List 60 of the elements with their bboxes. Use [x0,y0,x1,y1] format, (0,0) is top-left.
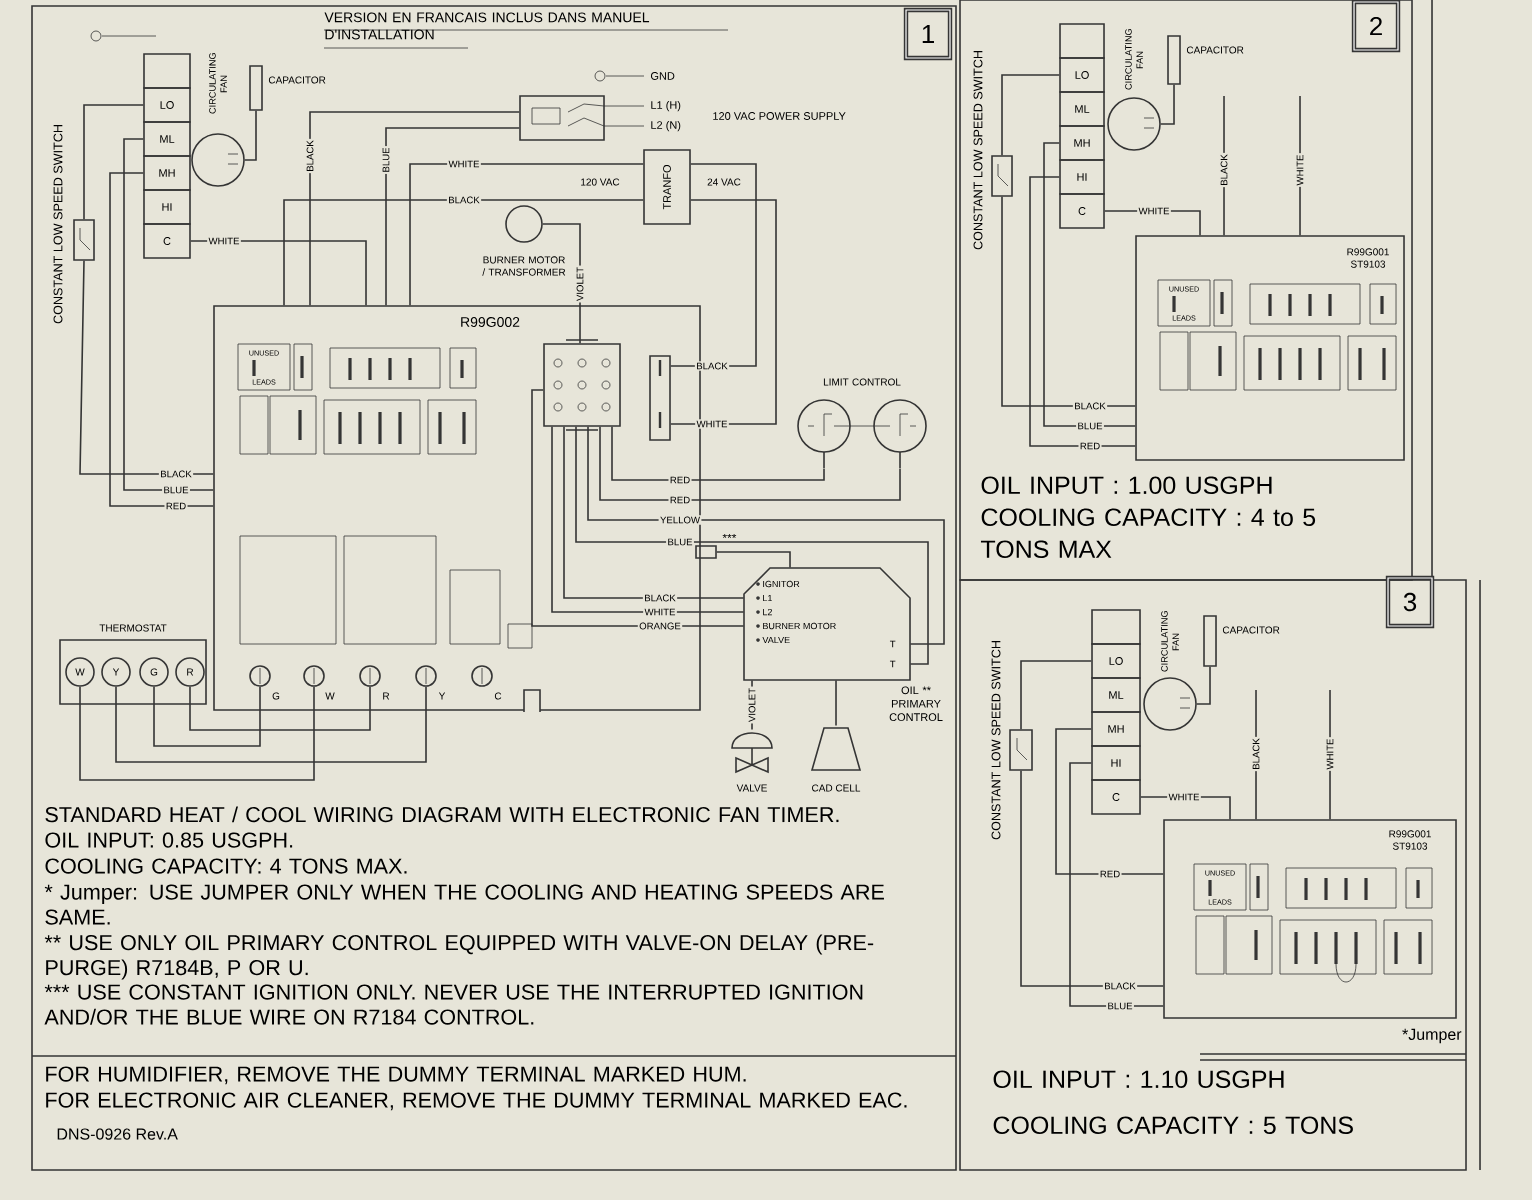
note-text: *** USE CONSTANT IGNITION ONLY. NEVER USE THE INTERRUPTED IGNITION AND/OR THE BLUE WIRE ON R7184 CONTROL. [44,984,863,1025]
wire [79,260,214,475]
note-text: FOR HUMIDIFIER, REMOVE THE DUMMY TERMINAL MARKED HUM. [46,1066,746,1085]
panel-number: 3 [1385,575,1435,629]
wire [79,686,315,781]
note-text: COOLING CAPACITY: 4 TONS MAX. [45,858,407,874]
wire [611,426,825,481]
note-text: FOR ELECTRONIC AIR CLEANER, REMOVE THE DUMMY TERMINAL MARKED EAC. [46,1092,907,1111]
wire [244,110,257,161]
wire [1160,84,1175,125]
wire [1020,660,1092,730]
blank-cell [1059,23,1105,59]
wire [1020,770,1164,987]
spec-text: OIL INPUT : 1.10 USGPH [993,1070,1284,1089]
drawing-number: DNS-0926 Rev.A [57,1128,178,1140]
wire [670,163,757,367]
wire [190,240,367,306]
wire [189,686,371,731]
spec-text: OIL INPUT : 1.00 USGPH [981,476,1272,495]
wire [1255,689,1257,820]
wire [1140,796,1231,820]
wire [385,127,520,306]
wire [83,104,144,220]
wire [153,686,261,747]
wire [109,172,214,507]
wire [1069,762,1164,1007]
wire [1223,95,1225,236]
wire [1299,95,1301,236]
wire [283,199,644,306]
wire [409,163,644,306]
wire [1196,666,1211,705]
wire [531,389,745,627]
power-switch [519,95,605,141]
wire [309,111,520,306]
wire [670,199,777,425]
note-text: STANDARD HEAT / COOL WIRING DIAGRAM WITH ELECTRONIC FAN TIMER. [45,806,839,823]
wire-connector [649,355,671,441]
wire [1055,728,1164,875]
wire [1043,142,1136,427]
wire [1104,210,1201,236]
note-text: OIL INPUT: 0.85 USGPH. [45,832,293,848]
spec-text: COOLING CAPACITY : 4 to 5 TONS MAX [981,508,1316,559]
wire [1001,196,1136,407]
note-text: ** USE ONLY OIL PRIMARY CONTROL EQUIPPED WITH VALVE-ON DELAY (PRE-PURGE) R7184B, P OR U. [44,934,874,980]
wire [1001,74,1060,156]
note-text: * Jumper: USE JUMPER ONLY WHEN THE COOLING AND HEATING SPEEDS ARE SAME. [44,884,884,925]
wire [542,223,581,344]
wire-connector [543,339,621,431]
spec-text: COOLING CAPACITY : 5 TONS [993,1116,1353,1135]
wire [123,138,214,491]
wire [716,551,791,569]
wire [835,679,837,727]
wire [1029,176,1136,447]
panel-number: 1 [903,7,953,61]
blank-cell [143,53,191,89]
wire [115,686,427,763]
wire [599,426,901,501]
blank-cell [1091,609,1141,645]
wire [1329,689,1331,820]
panel-number: 2 [1351,0,1401,53]
